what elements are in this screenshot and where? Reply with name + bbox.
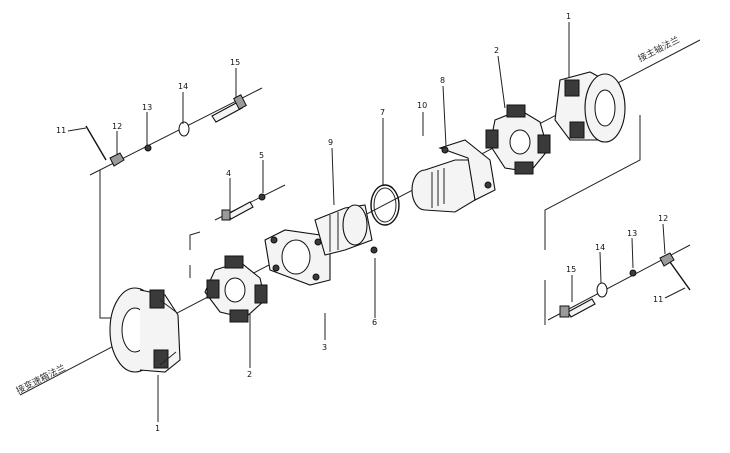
yoke-flange-center [264, 229, 331, 286]
callout-14-upper: 14 [178, 82, 188, 91]
callout-2-lower: 2 [247, 370, 252, 379]
axis-label-gearbox-flange: 接变速箱法兰 [14, 361, 68, 396]
o-ring [370, 184, 400, 226]
splined-tube [314, 204, 373, 256]
nut-12-upper [109, 152, 125, 167]
nut-13-lower [629, 269, 637, 277]
callout-1-lower: 1 [155, 424, 160, 433]
bolt-4 [221, 201, 254, 221]
spider-cross-right [485, 104, 551, 175]
callout-13-upper: 13 [142, 103, 152, 112]
flange-lower-left [109, 287, 181, 373]
bracket-line-right [544, 115, 641, 250]
flange-upper-right [554, 71, 626, 143]
callout-8: 8 [440, 76, 445, 85]
pin-11-lower [669, 261, 691, 291]
callout-1-upper: 1 [566, 12, 571, 21]
small-nut-6 [370, 246, 378, 254]
callout-10: 10 [417, 101, 427, 110]
callout-15-lower: 15 [566, 265, 576, 274]
axis-label-spindle-flange: 接主轴法兰 [636, 34, 682, 65]
bolt-15-lower [559, 298, 596, 318]
callout-12-upper: 12 [112, 122, 122, 131]
callout-9: 9 [328, 138, 333, 147]
callout-11-lower: 11 [653, 295, 663, 304]
callout-4: 4 [226, 169, 231, 178]
callout-3: 3 [322, 343, 327, 352]
spider-cross-left [204, 255, 268, 323]
callout-14-lower: 14 [595, 243, 605, 252]
callout-13-lower: 13 [627, 229, 637, 238]
callout-15-upper: 15 [230, 58, 240, 67]
splined-hub [411, 139, 496, 213]
nut-12-lower [659, 252, 675, 267]
nut-13-upper [144, 144, 152, 152]
washer-14-lower [596, 282, 608, 298]
pin-11-upper [85, 125, 107, 161]
bolt-15-upper [211, 94, 247, 123]
nut-5 [258, 193, 266, 201]
bracket-line-mid [189, 231, 201, 250]
callout-12-lower: 12 [658, 214, 668, 223]
washer-14-upper [178, 121, 190, 137]
bracket-line-left [99, 170, 118, 319]
o-ring-inner [373, 187, 397, 223]
callout-2-upper: 2 [494, 46, 499, 55]
callout-7: 7 [380, 108, 385, 117]
callout-5: 5 [259, 151, 264, 160]
callout-6: 6 [372, 318, 377, 327]
callout-11-upper: 11 [56, 126, 66, 135]
